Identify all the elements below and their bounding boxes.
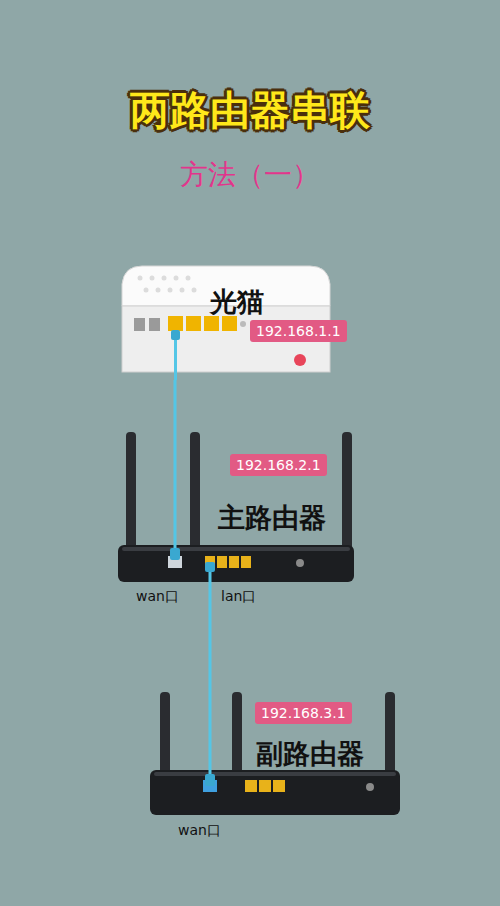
ip-address: 192.168.2.1 — [236, 456, 321, 474]
device-box: 光猫 192.168.1.1 — [118, 262, 353, 380]
device-box: 副路由器 192.168.3.1 — [150, 688, 400, 818]
modem-illustration — [122, 266, 330, 372]
ip-badge: 192.168.1.1 — [250, 320, 347, 342]
ip-badge: 192.168.2.1 — [230, 454, 327, 476]
title: 两路由器串联 — [0, 86, 500, 134]
main-router-illustration — [118, 432, 354, 582]
port-label: wan口 — [136, 588, 179, 605]
device-name: 光猫 — [210, 286, 264, 317]
device-name: 副路由器 — [256, 738, 364, 769]
subtitle: 方法（一） — [0, 158, 500, 192]
sub-router-illustration — [150, 692, 400, 815]
ip-address: 192.168.3.1 — [261, 704, 346, 722]
device-name: 主路由器 — [218, 502, 326, 533]
cable-segment — [175, 330, 210, 782]
port-label: wan口 — [178, 822, 221, 839]
cable-plug — [170, 330, 215, 786]
device-box: 主路由器 192.168.2.1 — [118, 426, 358, 586]
port-label: lan口 — [221, 588, 256, 605]
ip-badge: 192.168.3.1 — [255, 702, 352, 724]
network-cable — [209, 586, 212, 688]
ip-address: 192.168.1.1 — [256, 322, 341, 340]
network-cable — [174, 380, 177, 426]
